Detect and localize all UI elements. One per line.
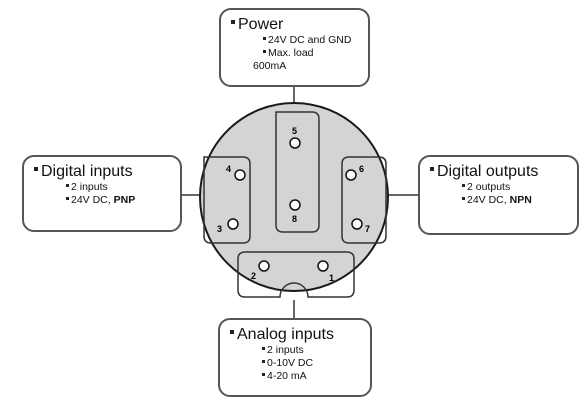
bullet-icon [262,372,265,376]
analog-inputs-title-text: Analog inputs [237,326,334,343]
bullet-icon [262,359,265,363]
bullet-icon [430,166,434,171]
bullet-icon [231,19,235,24]
digital-inputs-title: Digital inputs [34,163,170,181]
analog-inputs-line-3-text: 4-20 mA [267,370,307,382]
power-title: Power [231,16,358,34]
bullet-icon [462,196,465,200]
digital-inputs-line-2-type: PNP [113,194,136,206]
digital-outputs-title: Digital outputs [430,163,567,181]
connector-body [199,102,389,292]
digital-outputs-box: Digital outputs 2 outputs 24V DC, NPN [418,155,579,235]
pin-2-hole [258,260,270,272]
pin-7: 7 [351,218,370,234]
pin-6-hole [345,169,357,181]
pin-3: 3 [217,218,239,234]
pin-1-label: 1 [329,273,334,283]
analog-inputs-box: Analog inputs 2 inputs 0-10V DC 4-20 mA [218,318,372,397]
pin-3-hole [227,218,239,230]
bullet-icon [262,346,265,350]
pin-4: 4 [226,164,246,181]
pin-6: 6 [345,164,364,181]
digital-outputs-line-1-text: 2 outputs [467,181,511,193]
digital-outputs-title-text: Digital outputs [437,163,539,180]
analog-inputs-title: Analog inputs [230,326,360,344]
digital-inputs-title-text: Digital inputs [41,163,133,180]
pin-1-hole [317,260,329,272]
analog-inputs-line-1: 2 inputs [230,344,360,357]
analog-inputs-line-1-text: 2 inputs [267,344,304,356]
bullet-icon [462,183,465,187]
bullet-icon [263,49,266,53]
power-line-1-text: 24V DC and GND [268,34,352,46]
bullet-icon [263,36,266,40]
analog-inputs-line-3: 4-20 mA [230,370,360,383]
digital-inputs-line-2: 24V DC, PNP [34,194,170,207]
pin-5-label: 5 [292,126,297,136]
digital-outputs-line-1: 2 outputs [430,181,567,194]
pin-4-label: 4 [226,164,231,174]
bullet-icon [66,183,69,187]
pin-6-label: 6 [359,164,364,174]
pin-3-label: 3 [217,224,222,234]
power-line-2: Max. load [231,47,358,60]
pin-1: 1 [317,260,334,283]
digital-outputs-line-2: 24V DC, NPN [430,194,567,207]
digital-inputs-line-1-text: 2 inputs [71,181,108,193]
pin-8-label: 8 [292,214,297,224]
pin-group-power-outline [275,111,320,233]
power-line-3: 600mA [253,60,287,72]
pin-group-digital-inputs-outline [203,156,251,244]
digital-outputs-line-2-prefix: 24V DC, [467,194,510,206]
pin-8: 8 [289,199,301,224]
analog-inputs-line-2-text: 0-10V DC [267,357,314,369]
pin-7-label: 7 [365,224,370,234]
power-box: Power 24V DC and GND Max. load 600mA [219,8,370,87]
pin-7-hole [351,218,363,230]
pin-4-hole [234,169,246,181]
digital-inputs-line-1: 2 inputs [34,181,170,194]
pin-2-label: 2 [251,271,256,281]
bullet-icon [34,166,38,171]
bullet-icon [66,196,69,200]
power-line-2-text: Max. load [268,47,314,59]
power-line-1: 24V DC and GND [231,34,358,47]
pin-group-analog-inputs-outline [237,251,355,298]
pin-group-digital-outputs-outline [341,156,387,244]
bullet-icon [230,329,234,334]
digital-inputs-line-2-prefix: 24V DC, [71,194,114,206]
pin-2: 2 [251,260,270,281]
pin-8-hole [289,199,301,211]
digital-inputs-box: Digital inputs 2 inputs 24V DC, PNP [22,155,182,232]
pin-5: 5 [289,126,301,149]
power-title-text: Power [238,16,284,33]
pin-5-hole [289,137,301,149]
digital-outputs-line-2-type: NPN [509,194,532,206]
analog-inputs-line-2: 0-10V DC [230,357,360,370]
